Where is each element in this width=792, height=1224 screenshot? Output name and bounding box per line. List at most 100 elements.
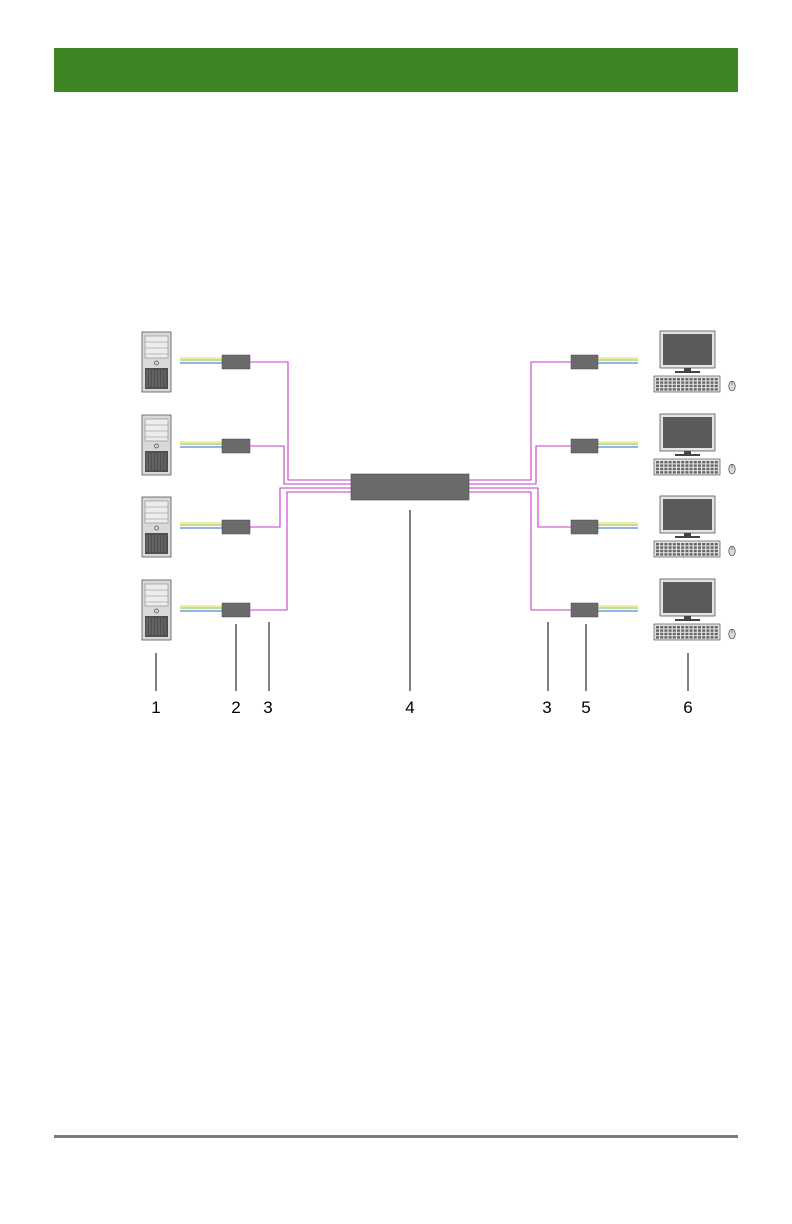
keyboard-key xyxy=(711,553,714,555)
keyboard-key xyxy=(711,550,714,552)
keyboard-key xyxy=(656,385,659,387)
keyboard-key xyxy=(706,626,709,628)
server-tower-icon xyxy=(142,497,171,557)
keyboard-key xyxy=(711,468,714,470)
keyboard-key xyxy=(698,636,701,638)
keyboard-key xyxy=(656,546,659,548)
keyboard-key xyxy=(677,388,680,390)
keyboard-key xyxy=(660,633,663,635)
transmitter-module xyxy=(222,520,250,534)
keyboard-key xyxy=(660,636,663,638)
tower-vent xyxy=(145,451,168,472)
keyboard-key xyxy=(690,550,693,552)
monitor-neck xyxy=(684,451,691,454)
keyboard-key xyxy=(706,633,709,635)
keyboard-key xyxy=(694,464,697,466)
keyboard-key xyxy=(656,388,659,390)
keyboard-key xyxy=(660,461,663,463)
keyboard-key xyxy=(702,461,705,463)
keyboard-key xyxy=(702,388,705,390)
keyboard-key xyxy=(673,468,676,470)
callout-label-2: 2 xyxy=(231,698,240,717)
keyboard-key xyxy=(711,629,714,631)
keyboard-key xyxy=(698,550,701,552)
keyboard-key xyxy=(669,388,672,390)
keyboard-key xyxy=(698,543,701,545)
keyboard-key xyxy=(694,546,697,548)
keyboard-key xyxy=(690,468,693,470)
keyboard-key xyxy=(681,471,684,473)
keyboard-key xyxy=(685,553,688,555)
keyboard-key xyxy=(706,381,709,383)
keyboard-key xyxy=(685,629,688,631)
keyboard-key xyxy=(656,464,659,466)
keyboard-key xyxy=(660,553,663,555)
keyboard-key xyxy=(702,468,705,470)
keyboard-key xyxy=(677,633,680,635)
keyboard-key xyxy=(690,629,693,631)
workstation-icon xyxy=(654,579,735,640)
keyboard-key xyxy=(694,378,697,380)
keyboard-key xyxy=(711,626,714,628)
keyboard-key xyxy=(715,553,718,555)
monitor-stand xyxy=(675,371,700,373)
keyboard-key xyxy=(702,546,705,548)
keyboard-key xyxy=(685,550,688,552)
keyboard-key xyxy=(669,629,672,631)
keyboard-key xyxy=(656,553,659,555)
keyboard-key xyxy=(694,381,697,383)
keyboard-key xyxy=(694,629,697,631)
keyboard-key xyxy=(673,381,676,383)
keyboard-key xyxy=(698,464,701,466)
link-cable xyxy=(250,362,351,480)
keyboard-key xyxy=(685,388,688,390)
keyboard-key xyxy=(660,629,663,631)
keyboard-key xyxy=(669,626,672,628)
keyboard-key xyxy=(694,550,697,552)
link-cable xyxy=(469,446,571,484)
keyboard-key xyxy=(706,629,709,631)
callout-label-1: 1 xyxy=(151,698,160,717)
server-tower-icon xyxy=(142,580,171,640)
keyboard-key xyxy=(702,378,705,380)
keyboard-key xyxy=(690,636,693,638)
keyboard-key xyxy=(715,461,718,463)
keyboard-key xyxy=(698,461,701,463)
keyboard-key xyxy=(698,381,701,383)
keyboard-key xyxy=(656,626,659,628)
keyboard-key xyxy=(706,550,709,552)
keyboard-key xyxy=(681,381,684,383)
keyboard-key xyxy=(660,471,663,473)
keyboard-key xyxy=(673,388,676,390)
keyboard-key xyxy=(669,378,672,380)
keyboard-key xyxy=(677,468,680,470)
keyboard-key xyxy=(664,636,667,638)
keyboard-key xyxy=(706,543,709,545)
keyboard-key xyxy=(702,471,705,473)
keyboard-key xyxy=(669,550,672,552)
keyboard-key xyxy=(669,381,672,383)
receiver-module xyxy=(571,355,598,369)
center-group xyxy=(351,474,469,500)
keyboard-key xyxy=(698,633,701,635)
receiver-module xyxy=(571,439,598,453)
keyboard-key xyxy=(698,629,701,631)
keyboard-key xyxy=(715,633,718,635)
keyboard-key xyxy=(669,546,672,548)
keyboard-key xyxy=(656,381,659,383)
keyboard-key xyxy=(694,471,697,473)
keyboard-key xyxy=(669,385,672,387)
keyboard-key xyxy=(660,388,663,390)
keyboard-key xyxy=(681,388,684,390)
keyboard-key xyxy=(698,553,701,555)
keyboard-key xyxy=(702,464,705,466)
keyboard-key xyxy=(685,464,688,466)
keyboard-key xyxy=(656,629,659,631)
keyboard-key xyxy=(677,464,680,466)
link-cable xyxy=(469,492,571,610)
keyboard-key xyxy=(660,378,663,380)
keyboard-key xyxy=(715,629,718,631)
keyboard-key xyxy=(669,461,672,463)
keyboard-key xyxy=(681,633,684,635)
